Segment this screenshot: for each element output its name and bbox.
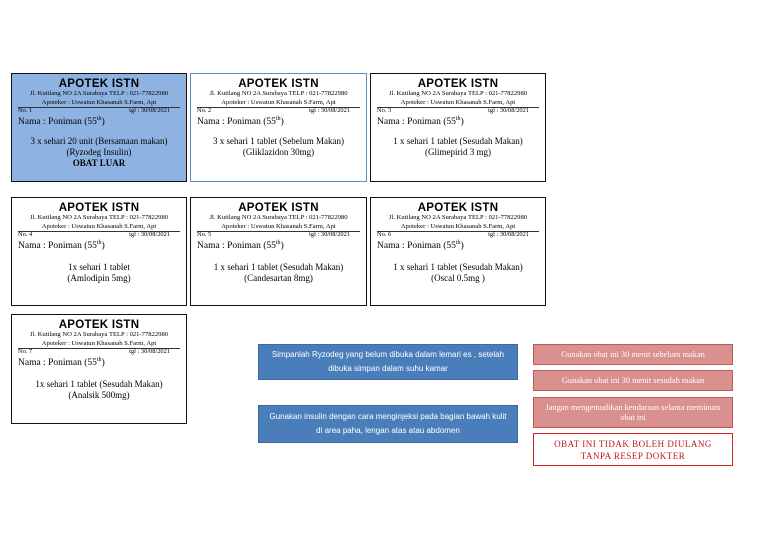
label-4: APOTEK ISTN Jl. Kutilang NO 2A Surabaya … — [11, 197, 187, 306]
label-5: APOTEK ISTN Jl. Kutilang NO 2A Surabaya … — [190, 197, 367, 306]
label-1: APOTEK ISTN Jl. Kutilang NO 2A Surabaya … — [11, 73, 187, 182]
label-number: No. 4 — [18, 231, 33, 238]
dose-instruction: 3 x sehari 1 tablet (Sebelum Makan) — [213, 136, 344, 147]
pharmacy-address: Jl. Kutilang NO 2A Surabaya TELP : 021-7… — [209, 90, 348, 97]
pharmacy-title: APOTEK ISTN — [238, 202, 319, 214]
patient-name: Nama : Poniman (55th) — [197, 116, 284, 128]
label-date: tgl : 30/08/2021 — [129, 107, 170, 114]
meta-row: No. 6 tgl : 30/08/2021 — [377, 231, 539, 240]
label-number: No. 6 — [377, 231, 392, 238]
label-number: No. 1 — [18, 107, 33, 114]
label-date: tgl : 30/08/2021 — [488, 231, 529, 238]
patient-name: Nama : Poniman (55th) — [18, 357, 105, 369]
patient-name: Nama : Poniman (55th) — [377, 116, 464, 128]
drug-name: (Analsik 500mg) — [68, 390, 130, 401]
storage-note: Simpanlah Ryzodeg yang belum dibuka dala… — [258, 344, 518, 380]
label-3: APOTEK ISTN Jl. Kutilang NO 2A Surabaya … — [370, 73, 546, 182]
label-number: No. 5 — [197, 231, 212, 238]
meta-row: No. 5 tgl : 30/08/2021 — [197, 231, 360, 240]
patient-name: Nama : Poniman (55th) — [18, 240, 105, 252]
pharmacy-address: Jl. Kutilang NO 2A Surabaya TELP : 021-7… — [29, 214, 169, 221]
label-number: No. 2 — [197, 107, 212, 114]
label-number: No. 7 — [18, 348, 33, 355]
pharmacy-title: APOTEK ISTN — [417, 202, 499, 214]
pharmacy-title: APOTEK ISTN — [58, 78, 140, 90]
patient-name: Nama : Poniman (55th) — [197, 240, 284, 252]
meta-row: No. 1 tgl : 30/08/2021 — [18, 107, 180, 116]
patient-name: Nama : Poniman (55th) — [18, 116, 105, 128]
pharmacy-title: APOTEK ISTN — [417, 78, 499, 90]
pharmacy-address: Jl. Kutilang NO 2A Surabaya TELP : 021-7… — [388, 90, 528, 97]
before-meal-sticker: Gunakan obat ini 30 menit sebelum makan — [533, 344, 733, 365]
pharmacy-title: APOTEK ISTN — [238, 78, 319, 90]
meta-row: No. 3 tgl : 30/08/2021 — [377, 107, 539, 116]
dose-instruction: 1 x sehari 1 tablet (Sesudah Makan) — [213, 262, 344, 273]
drug-name: (Candesartan 8mg) — [244, 273, 313, 284]
drug-name: (Oscal 0.5mg ) — [431, 273, 485, 284]
no-refill-warning: OBAT INI TIDAK BOLEH DIULANG TANPA RESEP… — [533, 433, 733, 466]
label-number: No. 3 — [377, 107, 392, 114]
drug-name: (Glimepirid 3 mg) — [425, 147, 491, 158]
no-driving-sticker: Jangan mengemudikan kendaraan selama mem… — [533, 397, 733, 428]
dose-instruction: 1x sehari 1 tablet — [68, 262, 130, 273]
pharmacy-title: APOTEK ISTN — [58, 319, 140, 331]
pharmacy-title: APOTEK ISTN — [58, 202, 140, 214]
label-6: APOTEK ISTN Jl. Kutilang NO 2A Surabaya … — [370, 197, 546, 306]
pharmacist-name: Apoteker : Uswatun Khasanah S.Farm, Apt — [400, 222, 516, 230]
pharmacy-address: Jl. Kutilang NO 2A Surabaya TELP : 021-7… — [388, 214, 528, 221]
injection-note: Gunakan insulin dengan cara menginjeksi … — [258, 405, 518, 443]
external-use-tag: OBAT LUAR — [72, 158, 126, 169]
pharmacist-name: Apoteker : Uswatun Khasanah S.Farm, Apt — [41, 98, 157, 106]
pharmacy-address: Jl. Kutilang NO 2A Surabaya TELP : 021-7… — [209, 214, 348, 221]
label-7: APOTEK ISTN Jl. Kutilang NO 2A Surabaya … — [11, 314, 187, 424]
label-date: tgl : 30/08/2021 — [129, 231, 170, 238]
pharmacy-address: Jl. Kutilang NO 2A Surabaya TELP : 021-7… — [29, 90, 169, 97]
warning-line-2: TANPA RESEP DOKTER — [580, 450, 686, 461]
label-date: tgl : 30/08/2021 — [309, 107, 350, 114]
warning-line-1: OBAT INI TIDAK BOLEH DIULANG — [554, 438, 712, 449]
pharmacy-address: Jl. Kutilang NO 2A Surabaya TELP : 021-7… — [29, 331, 169, 338]
label-date: tgl : 30/08/2021 — [129, 348, 170, 355]
label-date: tgl : 30/08/2021 — [488, 107, 529, 114]
patient-name: Nama : Poniman (55th) — [377, 240, 464, 252]
meta-row: No. 2 tgl : 30/08/2021 — [197, 107, 360, 116]
drug-name: (Gliklazidon 30mg) — [242, 147, 315, 158]
pharmacist-name: Apoteker : Uswatun Khasanah S.Farm, Apt — [41, 222, 157, 230]
dose-instruction: 1x sehari 1 tablet (Sesudah Makan) — [35, 379, 163, 390]
dose-instruction: 1 x sehari 1 tablet (Sesudah Makan) — [393, 262, 523, 273]
label-date: tgl : 30/08/2021 — [309, 231, 350, 238]
meta-row: No. 7 tgl : 30/08/2021 — [18, 348, 180, 357]
pharmacist-name: Apoteker : Uswatun Khasanah S.Farm, Apt — [400, 98, 516, 106]
pharmacist-name: Apoteker : Uswatun Khasanah S.Farm, Apt — [221, 98, 336, 106]
meta-row: No. 4 tgl : 30/08/2021 — [18, 231, 180, 240]
dose-instruction: 3 x sehari 20 unit (Bersamaan makan) — [30, 136, 168, 147]
after-meal-sticker: Gunakan obat ini 30 menit sesudah makan — [533, 370, 733, 391]
pharmacist-name: Apoteker : Uswatun Khasanah S.Farm, Apt — [41, 339, 157, 347]
drug-name: (Ryzodeg Insulin) — [66, 147, 132, 158]
dose-instruction: 1 x sehari 1 tablet (Sesudah Makan) — [393, 136, 523, 147]
drug-name: (Amlodipin 5mg) — [67, 273, 131, 284]
pharmacist-name: Apoteker : Uswatun Khasanah S.Farm, Apt — [221, 222, 336, 230]
label-2: APOTEK ISTN Jl. Kutilang NO 2A Surabaya … — [190, 73, 367, 182]
